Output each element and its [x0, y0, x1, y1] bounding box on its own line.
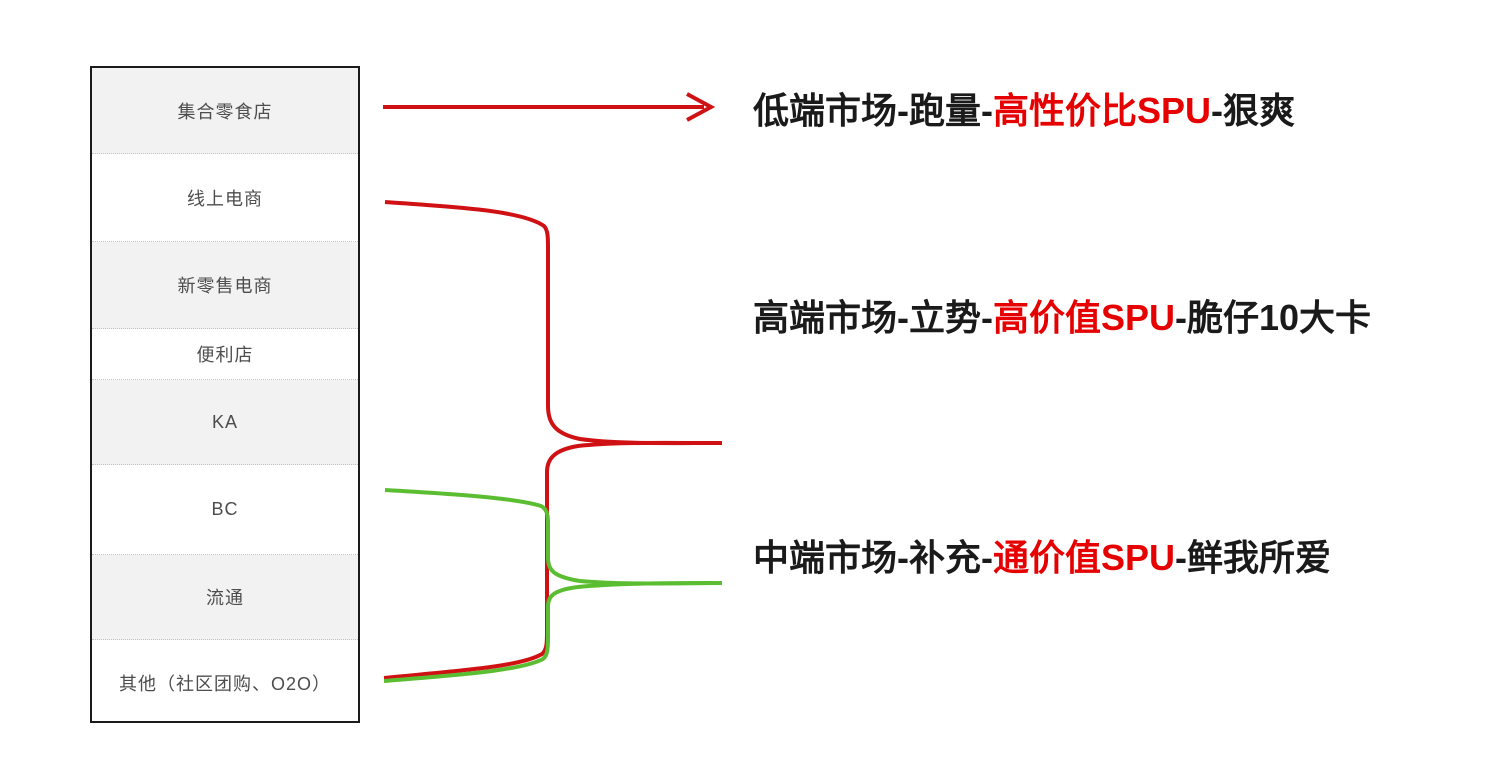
channel-segment: 新零售电商: [92, 242, 358, 329]
channel-segment: 其他（社区团购、O2O）: [92, 640, 358, 725]
market-heading-text: 中端市场-补充-: [753, 537, 993, 578]
channel-box: 集合零食店线上电商新零售电商便利店 KA BC 流通其他（社区团购、O2O）: [90, 66, 360, 723]
channel-segment-label: 集合零食店: [177, 101, 273, 122]
channel-segment: BC: [92, 465, 358, 555]
market-heading-highlight: 通价值SPU: [992, 537, 1176, 578]
channel-segment-label: KA: [211, 411, 238, 432]
channel-segment-label: 线上电商: [187, 188, 263, 209]
market-heading-text: 低端市场-跑量-: [753, 90, 993, 131]
channel-segment: 便利店: [92, 329, 358, 380]
market-heading-text: -狠爽: [1211, 90, 1296, 131]
market-heading-highlight: 高价值SPU: [992, 297, 1176, 338]
channel-segment-label: 其他（社区团购、O2O）: [118, 673, 331, 694]
market-heading-text: 高端市场-立势-: [753, 297, 993, 338]
market-heading-mid: 中端市场-补充-通价值SPU-鲜我所爱: [753, 538, 1331, 578]
channel-segment-label: BC: [211, 499, 239, 519]
market-heading-high: 高端市场-立势-高价值SPU-脆仔10大卡: [753, 298, 1371, 338]
market-heading-highlight: 高性价比SPU: [992, 90, 1212, 131]
market-heading-low: 低端市场-跑量-高性价比SPU-狠爽: [753, 91, 1295, 131]
channel-segment-label: 新零售电商: [177, 276, 273, 296]
market-heading-text: -鲜我所爱: [1175, 537, 1332, 578]
channel-segment: 集合零食店: [92, 68, 358, 154]
channel-segment: 流通: [92, 555, 358, 640]
green-flow-from-bc: [384, 488, 723, 586]
red-flow-from-others: [383, 440, 707, 680]
channel-segment: 线上电商: [92, 154, 358, 242]
channel-segment: KA: [92, 380, 358, 465]
market-heading-text: -脆仔10大卡: [1175, 297, 1372, 338]
red-arrow-head-icon: [686, 92, 716, 122]
green-flow-from-others: [383, 581, 713, 683]
red-flow-from-online: [384, 200, 723, 446]
channel-segment-label: 便利店: [196, 345, 254, 365]
channel-segment-label: 流通: [206, 588, 244, 608]
